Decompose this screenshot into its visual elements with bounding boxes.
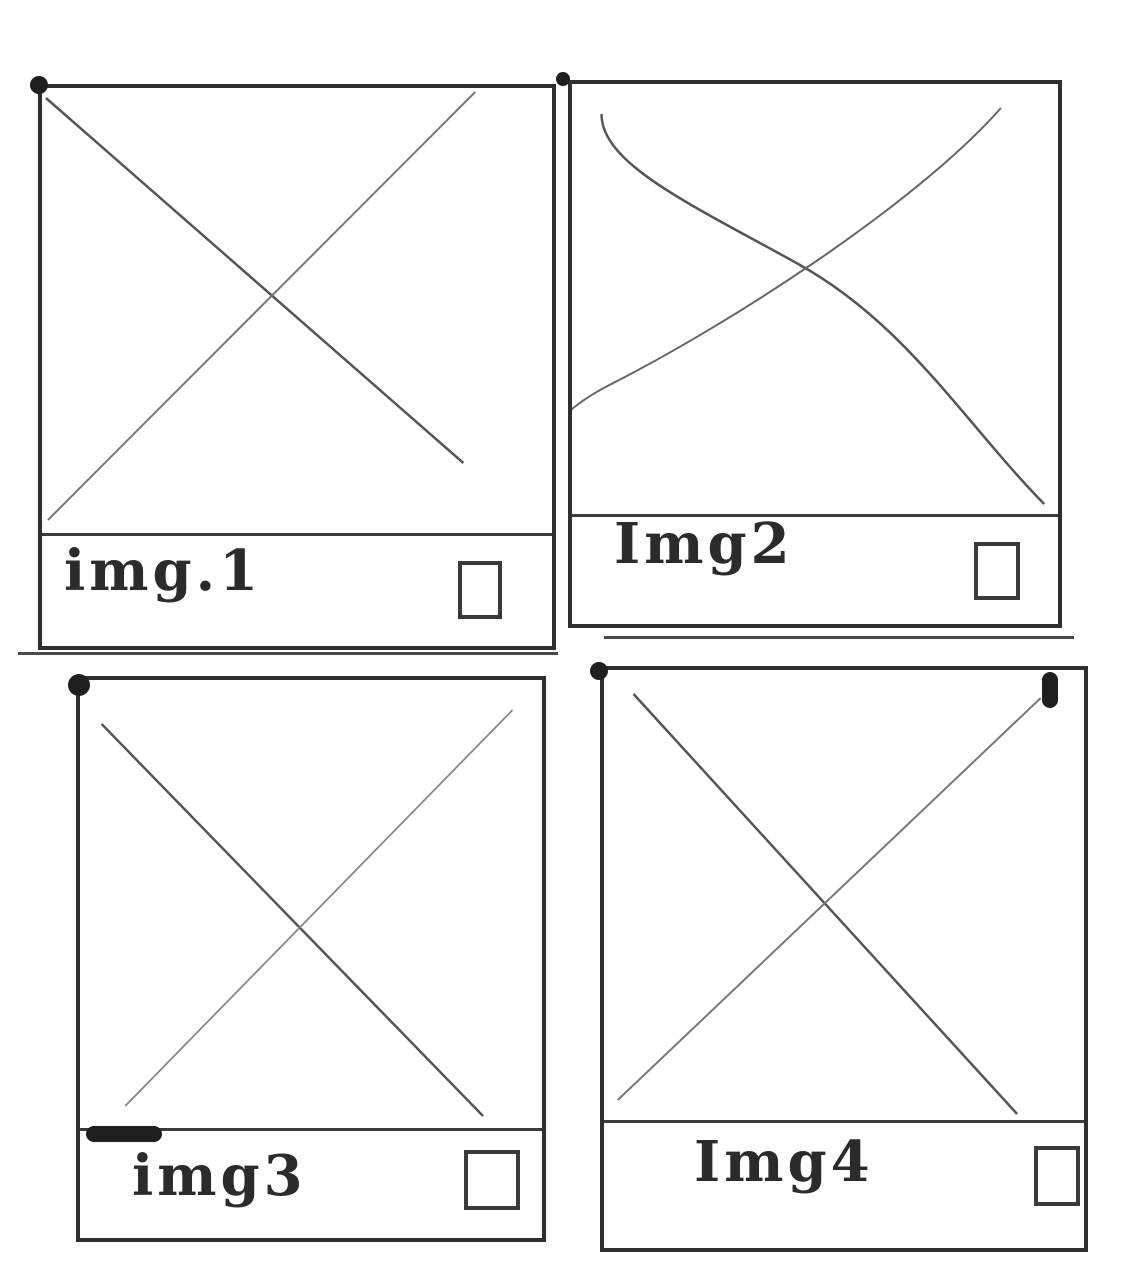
checkbox-icon[interactable] [974,542,1020,600]
image-label: img.1 [64,538,263,604]
image-label: img3 [132,1143,307,1209]
ink-dot [1042,672,1058,708]
image-placeholder-icon [45,91,476,521]
checkbox-icon[interactable] [1034,1146,1080,1206]
image-card-1[interactable]: img.1 [38,84,556,650]
image-card-4[interactable]: Img4 [600,666,1088,1252]
image-placeholder-icon [572,107,1046,505]
ink-dot [556,72,570,86]
ink-dot [68,674,90,696]
image-placeholder [42,88,552,536]
image-label: Img4 [694,1129,874,1195]
image-card-3[interactable]: img3 [76,676,546,1242]
image-caption: Img4 [604,1116,1084,1248]
image-caption: img.1 [42,535,552,646]
image-placeholder [80,680,542,1131]
image-placeholder [572,84,1058,517]
checkbox-icon[interactable] [458,561,502,619]
image-placeholder-icon [100,709,514,1117]
image-label: Img2 [614,511,794,577]
ink-dot [86,1126,162,1142]
sketch-divider-line [18,652,558,655]
sketch-divider-line [604,636,1074,639]
image-caption: Img2 [572,508,1058,624]
ink-dot [30,76,48,94]
image-placeholder [604,670,1084,1123]
checkbox-icon[interactable] [464,1150,520,1210]
ink-dot [590,662,608,680]
image-placeholder-icon [617,693,1042,1115]
image-card-2[interactable]: Img2 [568,80,1062,628]
image-caption: img3 [80,1124,542,1238]
